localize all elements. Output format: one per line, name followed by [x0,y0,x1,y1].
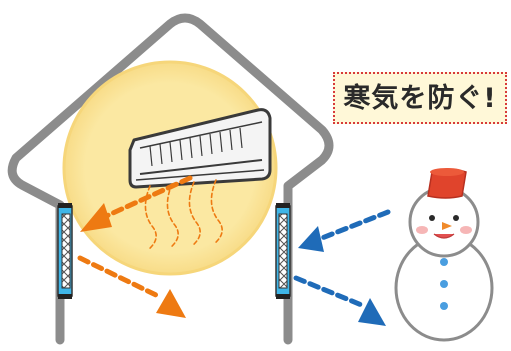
window-insulation-icon [57,203,73,299]
window-insulation-icon [275,203,291,299]
cold-air-arrow-icon [298,209,391,252]
caption-box: 寒気を防ぐ! [333,72,507,124]
cold-air-arrow-icon [293,275,386,326]
warm-air-arrow-icon [77,255,186,318]
snowman-icon [394,168,494,342]
house-outline-icon [7,13,334,345]
caption-text: 寒気を防ぐ! [343,82,497,114]
air-conditioner-icon [128,108,272,189]
warm-air-arrow-icon [80,175,193,232]
